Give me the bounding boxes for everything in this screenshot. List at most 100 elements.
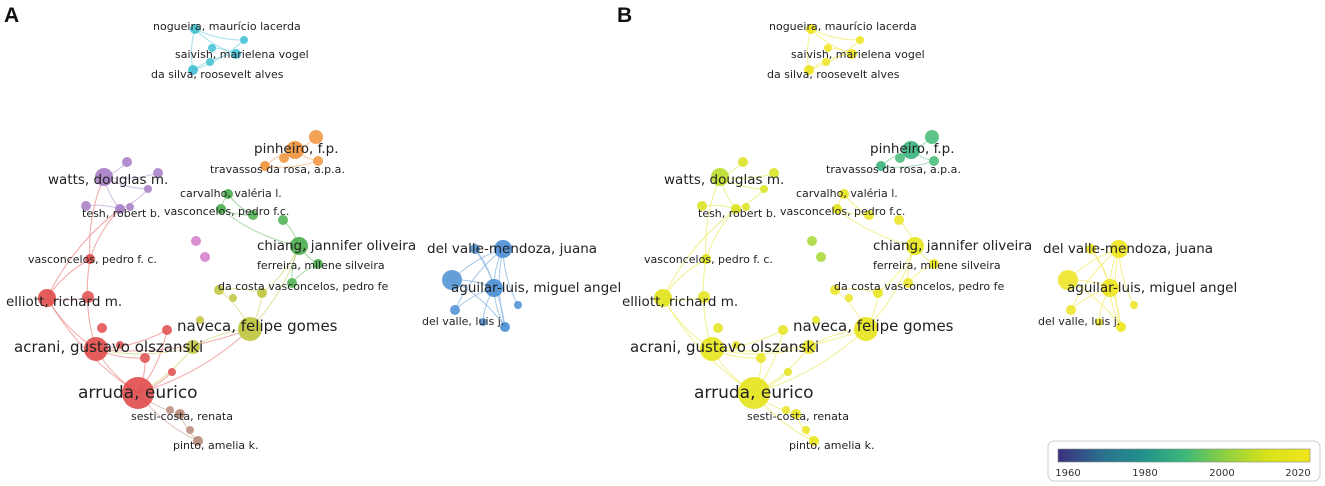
panel-label-a: A <box>4 4 19 27</box>
author-node <box>278 215 288 225</box>
author-node <box>514 301 522 309</box>
author-node <box>162 325 172 335</box>
author-node <box>479 318 487 326</box>
author-node <box>97 323 107 333</box>
author-node-ferreira <box>313 259 323 269</box>
author-node <box>81 201 91 211</box>
author-node-delvallemendoza <box>494 240 512 258</box>
author-label-delvallemendoza: del valle-mendoza, juana <box>427 241 597 257</box>
panel-label-b: B <box>617 4 632 27</box>
author-label-vasconcelos_pfc: vasconcelos, pedro f. c. <box>644 253 773 266</box>
author-node <box>713 323 723 333</box>
author-label-acrani: acrani, gustavo olszanski <box>630 338 819 356</box>
author-label-ferreira: ferreira, milene silveira <box>257 259 385 272</box>
author-node <box>697 201 707 211</box>
author-node-nogueira <box>806 24 816 34</box>
author-node-dasilva <box>188 65 198 75</box>
legend-tick-1960: 1960 <box>1055 468 1080 479</box>
author-node <box>1066 305 1076 315</box>
author-node <box>807 236 817 246</box>
author-node <box>769 168 779 178</box>
author-label-nogueira: nogueira, maurício lacerda <box>153 20 301 33</box>
author-node <box>1058 270 1078 290</box>
author-label-pinheiro: pinheiro, f.p. <box>254 141 339 157</box>
author-label-tesh: tesh, robert b. <box>698 207 776 220</box>
author-node <box>732 341 740 349</box>
author-node <box>816 252 826 262</box>
author-node-vasconcelos_pfc <box>85 254 95 264</box>
author-node <box>925 130 939 144</box>
author-node <box>191 236 201 246</box>
author-node-dacosta <box>873 288 883 298</box>
author-label-sesti: sesti-costa, renata <box>131 410 233 423</box>
author-node-carvalho <box>223 189 233 199</box>
coauthor-link <box>46 208 121 299</box>
author-node <box>208 44 216 52</box>
author-label-delvallemendoza: del valle-mendoza, juana <box>1043 241 1213 257</box>
author-node <box>738 157 748 167</box>
author-label-aguilar: aguilar-luis, miguel angel <box>1067 280 1237 296</box>
author-node <box>822 58 830 66</box>
author-node <box>82 291 94 303</box>
author-node-sesti <box>791 409 801 419</box>
author-node <box>116 341 124 349</box>
author-node-delvalle <box>500 322 510 332</box>
author-node-aguilar <box>1101 279 1119 297</box>
coauthor-link <box>711 328 867 352</box>
author-node-tesh <box>731 204 741 214</box>
author-node-pinheiro <box>902 141 920 159</box>
author-label-ferreira: ferreira, milene silveira <box>873 259 1001 272</box>
author-node-dasilva <box>804 65 814 75</box>
author-node <box>845 294 853 302</box>
author-node <box>1095 318 1103 326</box>
author-node-pinto <box>809 436 819 446</box>
author-node-travassos <box>876 161 886 171</box>
author-node <box>166 406 174 414</box>
author-label-arruda: arruda, eurico <box>78 383 198 403</box>
author-node-vasconcelos_fc <box>832 204 842 214</box>
author-node-tesh <box>115 204 125 214</box>
author-node <box>895 153 905 163</box>
author-node <box>742 203 750 211</box>
author-node-vasconcelos_fc <box>216 204 226 214</box>
author-label-dacosta: da costa vasconcelos, pedro fe <box>218 280 388 293</box>
author-node <box>824 44 832 52</box>
author-label-acrani: acrani, gustavo olszanski <box>14 338 203 356</box>
author-node-sesti <box>175 409 185 419</box>
label-layer: nogueira, maurício lacerda saivish, marie… <box>6 20 621 452</box>
network-panel-a: nogueira, maurício lacerda saivish, marie… <box>6 20 621 452</box>
legend-tick-2020: 2020 <box>1285 468 1310 479</box>
year-color-legend: 1960 1980 2000 2020 <box>1047 440 1321 482</box>
author-node-travassos <box>260 161 270 171</box>
author-node-acrani <box>84 337 108 361</box>
author-label-dasilva: da silva, roosevelt alves <box>151 68 284 81</box>
author-node-elliott <box>654 289 672 307</box>
author-node <box>1130 301 1138 309</box>
author-label-saivish: saivish, marielena vogel <box>175 48 309 61</box>
author-node <box>903 278 913 288</box>
author-node-chiang <box>906 237 924 255</box>
author-node <box>894 215 904 225</box>
author-label-travassos: travassos da rosa, a.p.a. <box>826 163 961 176</box>
author-label-naveca: naveca, felipe gomes <box>177 317 338 335</box>
author-label-watts: watts, douglas m. <box>48 172 168 188</box>
author-node <box>186 426 194 434</box>
author-node <box>229 294 237 302</box>
author-label-travassos: travassos da rosa, a.p.a. <box>210 163 345 176</box>
author-node-aguilar <box>485 279 503 297</box>
node-layer <box>38 24 522 446</box>
author-label-chiang: chiang, jannifer oliveira <box>257 238 416 254</box>
author-node-ferreira <box>929 259 939 269</box>
author-node <box>279 153 289 163</box>
author-node <box>784 368 792 376</box>
author-node <box>153 168 163 178</box>
author-node <box>313 156 323 166</box>
author-label-pinto: pinto, amelia k. <box>789 439 875 452</box>
author-node <box>144 185 152 193</box>
author-node <box>756 353 766 363</box>
coauthor-link <box>808 39 861 71</box>
author-node-naveca <box>238 317 262 341</box>
author-node <box>122 157 132 167</box>
author-node <box>196 316 204 324</box>
